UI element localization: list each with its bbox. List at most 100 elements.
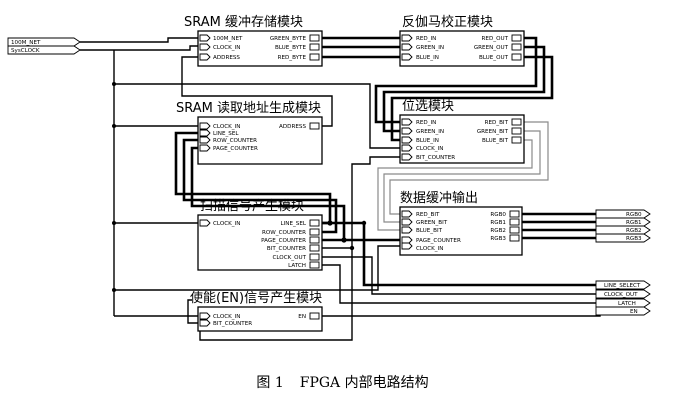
pin-right: GREEN_BYTE [270,34,320,42]
svg-text:BLUE_IN: BLUE_IN [416,55,439,61]
output-port-shape [595,289,651,299]
output-port-rgb3: RGB3 [595,233,651,243]
output-port-label: RGB2 [626,228,642,234]
pin-right: RGB0 [490,210,520,218]
output-port-label: CLOCK_OUT [604,292,638,298]
block-gamma-correction: 反伽马校正模块 RED_IN GREEN_IN BLUE_IN RED_OUT … [399,14,525,67]
input-port-label: 100M_NET [11,40,41,46]
pin-left: GREEN_IN [401,127,444,135]
block-title: SRAM 缓冲存储模块 [184,15,303,30]
pin-right: EN [298,312,320,320]
svg-text:GREEN_BIT: GREEN_BIT [477,129,509,135]
svg-text:BIT_COUNTER: BIT_COUNTER [213,321,252,327]
output-port-label: EN [630,309,638,315]
output-port-shape [595,225,651,235]
pin-left: BIT_COUNTER [199,319,252,327]
pin-left: CLOCK_IN [401,144,443,152]
output-port-label: LINE_SELECT [604,283,641,289]
pin-left: GREEN_IN [401,43,444,51]
bus-row-counter [182,138,338,234]
junction-dot [112,82,116,86]
block-body [399,206,523,256]
output-port-label: RGB0 [626,212,642,218]
block-title: 扫描信号产生模块 [200,199,304,214]
wire-clock-buffer [114,245,402,291]
svg-text:BIT_COUNTER: BIT_COUNTER [267,246,306,252]
bus-red-out [374,36,538,124]
block-body [197,214,323,271]
svg-text:PAGE_COUNTER: PAGE_COUNTER [213,146,258,152]
wire-clock-out [322,256,596,295]
svg-text:RGB3: RGB3 [490,236,506,242]
junction-dot [361,220,367,226]
svg-text:CLOCK_IN: CLOCK_IN [213,221,240,227]
pin-right: BLUE_BYTE [275,43,320,51]
figure-caption: 图 1 FPGA 内部电路结构 [0,372,685,392]
svg-text:CLOCK_IN: CLOCK_IN [213,314,240,320]
svg-text:GREEN_BIT: GREEN_BIT [416,220,448,226]
block-body [399,30,525,67]
pin-left: GREEN_BIT [401,218,448,226]
svg-text:RED_IN: RED_IN [416,36,436,42]
svg-text:RED_OUT: RED_OUT [482,36,509,42]
svg-text:RED_BYTE: RED_BYTE [278,55,307,61]
pin-left: BLUE_IN [401,136,439,144]
block-sram-buffer: SRAM 缓冲存储模块 100M_NET CLOCK_IN ADDRESS GR… [184,15,323,67]
pin-right: RED_BIT [485,118,522,126]
output-port-label: RGB3 [626,236,642,242]
svg-text:CLOCK_OUT: CLOCK_OUT [272,255,306,261]
pin-right: LINE_SEL [281,219,320,227]
output-port-en: EN [595,306,651,316]
output-port-label: RGB1 [626,220,642,226]
block-title: 反伽马校正模块 [402,14,493,30]
wire-100m-net [80,37,200,43]
output-port-latch: LATCH [595,298,651,308]
pin-right: LATCH [288,261,320,269]
svg-text:GREEN_OUT: GREEN_OUT [474,45,509,51]
output-port-shape [595,233,651,243]
output-port-line-select: LINE_SELECT [595,280,651,290]
svg-text:PAGE_COUNTER: PAGE_COUNTER [261,238,306,244]
svg-text:ROW_COUNTER: ROW_COUNTER [213,138,257,144]
block-title: SRAM 读取地址生成模块 [176,101,321,116]
wire-clock-bitsel [114,83,402,149]
pin-right: BLUE_BIT [482,136,522,144]
junction-dot [341,237,347,243]
pin-left: PAGE_COUNTER [401,236,461,244]
svg-text:LINE_SEL: LINE_SEL [213,131,239,137]
wire-address [181,56,333,127]
junction-dot [349,245,355,251]
wire-en [322,310,601,317]
pin-left: LINE_SEL [199,129,239,137]
pin-left: RED_IN [401,118,436,126]
pin-left: CLOCK_IN [401,242,443,252]
pin-right: RGB3 [490,234,520,242]
figure-number: 图 1 [256,375,284,391]
input-port-sysclock: SysCLOCK [7,45,81,55]
pin-right: RGB1 [490,218,520,226]
output-port-shape [595,280,651,290]
svg-text:ADDRESS: ADDRESS [213,55,240,61]
input-port-100m-net: 100M_NET [7,37,81,47]
block-data-buffer-output: 数据缓冲输出 RED_BIT GREEN_BIT BLUE_BIT PAGE_C… [399,190,523,256]
svg-text:CLOCK_IN: CLOCK_IN [416,146,443,152]
input-port-shape [7,45,81,55]
pin-right: RGB2 [490,226,520,234]
pin-left: 100M_NET [199,34,243,42]
junction-dot [112,221,116,225]
pin-left: CLOCK_IN [199,43,240,51]
svg-text:BLUE_BIT: BLUE_BIT [416,228,443,234]
svg-text:PAGE_COUNTER: PAGE_COUNTER [416,238,461,244]
svg-text:GREEN_IN: GREEN_IN [416,45,444,51]
output-port-shape [595,217,651,227]
block-bit-select: 位选模块 RED_IN GREEN_IN BLUE_IN CLOCK_IN BI… [399,99,525,164]
svg-text:RGB2: RGB2 [490,228,506,234]
pin-right: GREEN_OUT [474,43,522,51]
block-title: 数据缓冲输出 [400,190,478,206]
svg-text:LINE_SEL: LINE_SEL [281,221,307,227]
svg-text:CLOCK_IN: CLOCK_IN [213,124,240,130]
figure-caption-text: FPGA 内部电路结构 [299,375,429,391]
svg-text:RGB1: RGB1 [490,220,506,226]
svg-text:BLUE_BIT: BLUE_BIT [482,138,509,144]
junction-dot [112,124,116,128]
